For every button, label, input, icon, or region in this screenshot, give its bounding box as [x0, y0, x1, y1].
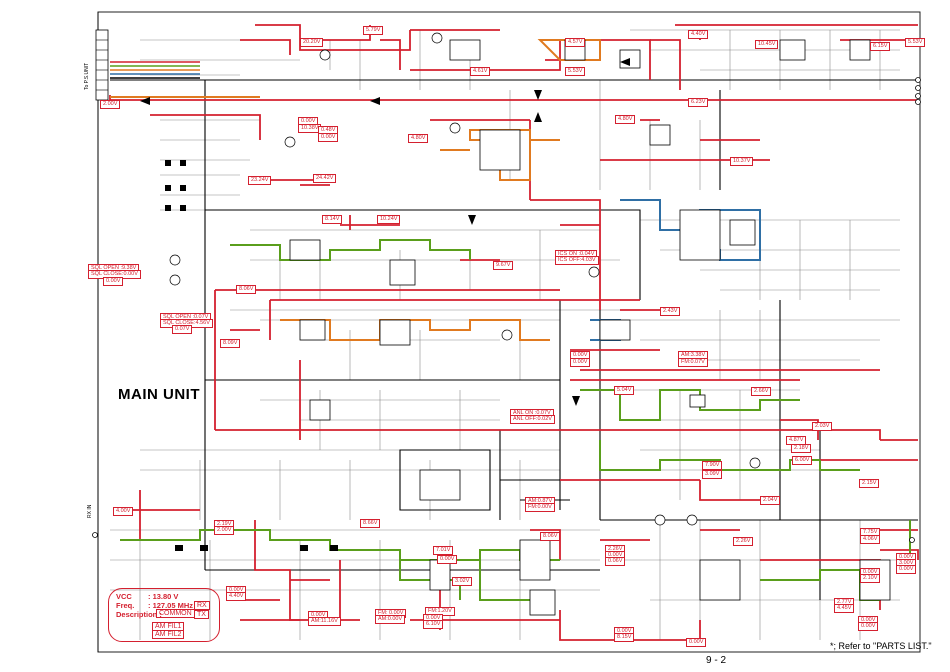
voltage-label: 4.80V: [615, 115, 636, 124]
freq-label: Freq.: [116, 601, 135, 610]
connector-wires: [110, 61, 200, 79]
voltage-label: 5.53V: [565, 67, 586, 76]
voltage-label: 2.15V: [859, 479, 880, 488]
voltage-label: 0.00V: [896, 565, 917, 574]
voltage-label: 4.45V: [834, 604, 855, 613]
vcc-label: VCC: [116, 592, 132, 601]
voltage-label: 10.37V: [730, 157, 754, 166]
voltage-label: AM:11.16V: [308, 617, 341, 626]
voltage-label: 8.15V: [614, 633, 635, 642]
voltage-label: 6.23V: [688, 98, 709, 107]
voltage-label: AM:0.00V: [375, 615, 406, 624]
voltage-label: 0.00V: [570, 358, 591, 367]
voltage-label: 8.14V: [322, 215, 343, 224]
voltage-label: 7.90V: [702, 461, 723, 470]
voltage-label: 2.26V: [733, 537, 754, 546]
page-number: 9 - 2: [706, 655, 727, 666]
rx-chip: RX: [194, 601, 210, 610]
voltage-label: 4.80V: [408, 134, 429, 143]
connector-pins: [96, 39, 108, 91]
voltage-label: 5.53V: [905, 38, 926, 47]
voltage-label: 23.24V: [248, 176, 272, 185]
voltage-label: 2.18V: [791, 444, 812, 453]
voltage-label: 6.15V: [870, 42, 891, 51]
voltage-label: 2.10V: [860, 574, 881, 583]
voltage-label: 8.06V: [540, 532, 561, 541]
freq-value: : 127.05 MHz: [148, 601, 194, 610]
voltage-label: 8.06V: [236, 285, 257, 294]
voltage-label: 24.42V: [313, 174, 337, 183]
voltage-label: 2.66V: [751, 387, 772, 396]
voltage-label: 2.00V: [214, 526, 235, 535]
voltage-label: 2.43V: [660, 307, 681, 316]
voltage-label: 0.00V: [318, 133, 339, 142]
voltage-label: 4.40V: [688, 30, 709, 39]
voltage-label: 0.00V: [437, 555, 458, 564]
voltage-label: 2.00V: [100, 100, 121, 109]
voltage-label: 3.09V: [702, 470, 723, 479]
voltage-label: 0.00V: [686, 638, 707, 647]
main-unit-title: MAIN UNIT: [118, 386, 200, 403]
voltage-label: 9.67V: [493, 261, 514, 270]
voltage-label: 0.07V: [172, 325, 193, 334]
rx-in-label: RX IN: [87, 504, 93, 518]
supply-lines: [109, 24, 919, 641]
voltage-label: 3.02V: [452, 577, 473, 586]
voltage-label: 10.24V: [377, 215, 401, 224]
voltage-label: 0.00V: [103, 277, 124, 286]
description-box: [108, 588, 220, 642]
voltage-label: 10.45V: [755, 40, 779, 49]
voltage-label: 5.79V: [363, 26, 384, 35]
am-fil2-chip: AM FIL2: [152, 630, 185, 639]
voltage-label: 0.00V: [858, 622, 879, 631]
voltage-label: FM:0.00V: [525, 503, 555, 512]
connector-block: [95, 29, 109, 101]
voltage-label: FM:0.07V: [678, 358, 708, 367]
parts-list-footnote: *; Refer to "PARTS LIST.": [830, 641, 932, 651]
common-chip: COMMON: [156, 609, 195, 618]
voltage-label: 4.40V: [226, 592, 247, 601]
voltage-label: 6.00V: [792, 456, 813, 465]
voltage-label: ICS OFF:4.03V: [555, 256, 599, 265]
voltage-label: 4.61V: [470, 67, 491, 76]
ic-blocks: [289, 39, 891, 616]
rf-components: [165, 160, 338, 551]
description-label: Description :: [116, 610, 162, 619]
green-signal-path: [120, 239, 911, 610]
voltage-label: 8.09V: [220, 339, 241, 348]
voltage-label: 8.66V: [360, 519, 381, 528]
voltage-label: ANL OFF:0.02V: [510, 415, 555, 424]
voltage-label: 2.03V: [812, 422, 833, 431]
rx-in-connector: [92, 532, 98, 538]
voltage-label: 4.57V: [565, 38, 586, 47]
voltage-label: 7.01V: [433, 546, 454, 555]
tx-chip: TX: [194, 610, 209, 619]
vcc-value: : 13.80 V: [148, 592, 179, 601]
voltage-label: 0.06V: [605, 557, 626, 566]
ps-unit-label: To P.S.UNIT: [84, 62, 90, 90]
signal-arrows: [140, 58, 630, 406]
voltage-label: 2.04V: [760, 496, 781, 505]
voltage-label: 5.04V: [614, 386, 635, 395]
voltage-label: 4.00V: [113, 507, 134, 516]
transistor-symbols: [169, 32, 761, 526]
voltage-label: 6.10V: [423, 620, 444, 629]
voltage-label: 4.06V: [860, 535, 881, 544]
voltage-label: 20.20V: [300, 38, 324, 47]
right-connectors: [909, 77, 921, 543]
